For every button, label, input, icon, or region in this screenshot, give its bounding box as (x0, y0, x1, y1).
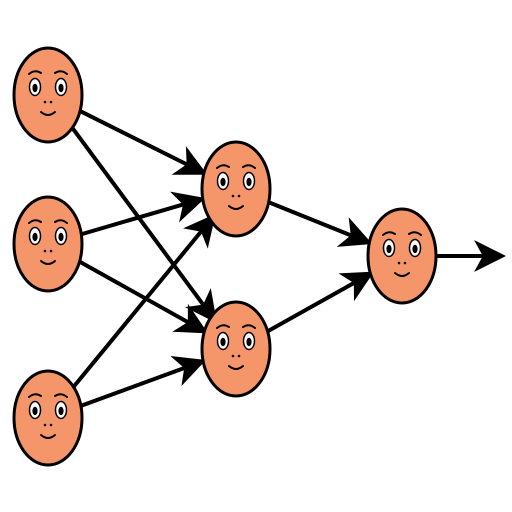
edge-input-2-to-hidden-1 (78, 191, 206, 237)
smiling-face-icon (200, 140, 272, 238)
smiling-face-icon (12, 369, 84, 467)
smiling-face-icon (200, 300, 272, 398)
connections (66, 108, 506, 409)
edge-input-3-to-hidden-1 (67, 213, 216, 394)
node-hidden-2 (200, 300, 272, 398)
edge-input-1-to-hidden-1 (76, 108, 208, 175)
smiling-face-icon (12, 46, 84, 144)
node-hidden-1 (200, 140, 272, 238)
nodes (12, 46, 438, 467)
node-output-1 (366, 207, 438, 305)
smiling-face-icon (12, 195, 84, 293)
edge-hidden-1-to-output-1 (265, 199, 373, 247)
smiling-face-icon (366, 207, 438, 305)
edge-input-2-to-hidden-2 (75, 258, 209, 334)
node-input-1 (12, 46, 84, 144)
edge-input-1-to-hidden-2 (66, 120, 217, 324)
node-input-3 (12, 369, 84, 467)
edge-input-3-to-hidden-2 (78, 356, 206, 409)
edge-hidden-2-to-output-1 (263, 271, 375, 335)
node-input-2 (12, 195, 84, 293)
